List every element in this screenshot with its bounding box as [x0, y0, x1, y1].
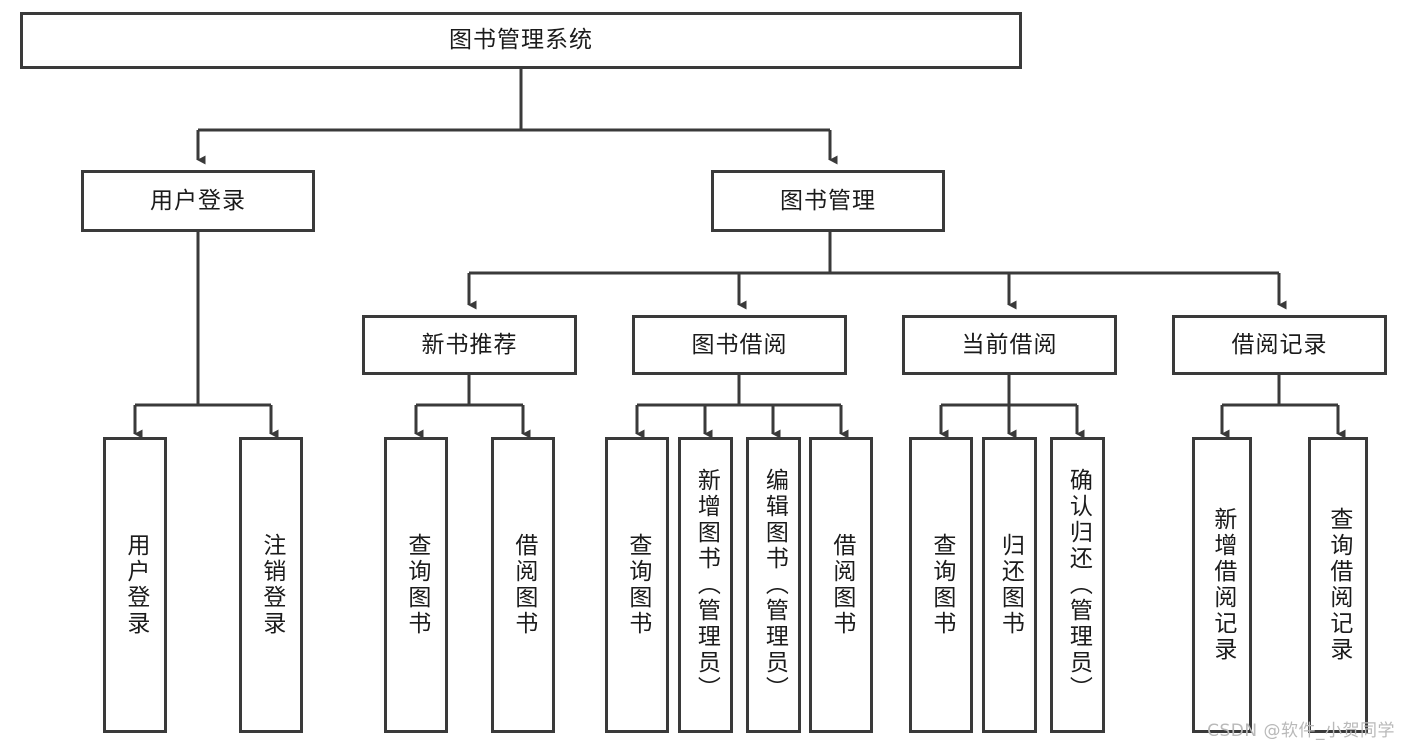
leaf-borrow-record-query-record[interactable]: 查询借阅记录	[1308, 437, 1368, 733]
node-label: 图书借阅	[691, 331, 788, 358]
node-label: 借阅图书	[510, 533, 537, 637]
node-label: 确认归还（管理员）	[1065, 468, 1092, 702]
node-label: 借阅图书	[828, 533, 855, 637]
leaf-book-borrow-query-book[interactable]: 查询图书	[605, 437, 669, 733]
node-label: 图书管理系统	[449, 27, 593, 54]
node-label: 查询图书	[403, 533, 430, 637]
node-label: 查询图书	[928, 533, 955, 637]
node-label: 新增借阅记录	[1209, 507, 1236, 663]
node-label: 注销登录	[258, 533, 285, 637]
node-label: 编辑图书（管理员）	[761, 468, 788, 702]
node-label: 借阅记录	[1231, 331, 1328, 358]
node-label: 用户登录	[122, 533, 149, 637]
leaf-user-login-login[interactable]: 用户登录	[103, 437, 167, 733]
node-new-book-recommend[interactable]: 新书推荐	[362, 315, 577, 375]
node-label: 归还图书	[997, 533, 1024, 637]
leaf-book-borrow-borrow-book[interactable]: 借阅图书	[809, 437, 873, 733]
node-label: 查询图书	[624, 533, 651, 637]
node-user-login[interactable]: 用户登录	[81, 170, 315, 232]
node-label: 图书管理	[780, 187, 876, 214]
node-root-book-management-system[interactable]: 图书管理系统	[20, 12, 1022, 69]
leaf-borrow-record-add-record[interactable]: 新增借阅记录	[1192, 437, 1252, 733]
node-label: 新书推荐	[421, 331, 518, 358]
node-current-borrow[interactable]: 当前借阅	[902, 315, 1117, 375]
leaf-book-borrow-edit-book-admin[interactable]: 编辑图书（管理员）	[746, 437, 801, 733]
leaf-new-book-borrow-book[interactable]: 借阅图书	[491, 437, 555, 733]
node-label: 查询借阅记录	[1325, 507, 1352, 663]
leaf-user-login-logout[interactable]: 注销登录	[239, 437, 303, 733]
leaf-current-borrow-confirm-return-admin[interactable]: 确认归还（管理员）	[1050, 437, 1105, 733]
node-label: 用户登录	[150, 187, 246, 214]
leaf-new-book-query-book[interactable]: 查询图书	[384, 437, 448, 733]
leaf-current-borrow-query-book[interactable]: 查询图书	[909, 437, 973, 733]
watermark-credit: CSDN @软件_小贺同学	[1207, 721, 1395, 741]
leaf-book-borrow-add-book-admin[interactable]: 新增图书（管理员）	[678, 437, 733, 733]
node-label: 当前借阅	[961, 331, 1058, 358]
node-borrow-record[interactable]: 借阅记录	[1172, 315, 1387, 375]
node-book-borrow[interactable]: 图书借阅	[632, 315, 847, 375]
leaf-current-borrow-return-book[interactable]: 归还图书	[982, 437, 1037, 733]
node-label: 新增图书（管理员）	[693, 468, 720, 702]
node-book-management[interactable]: 图书管理	[711, 170, 945, 232]
